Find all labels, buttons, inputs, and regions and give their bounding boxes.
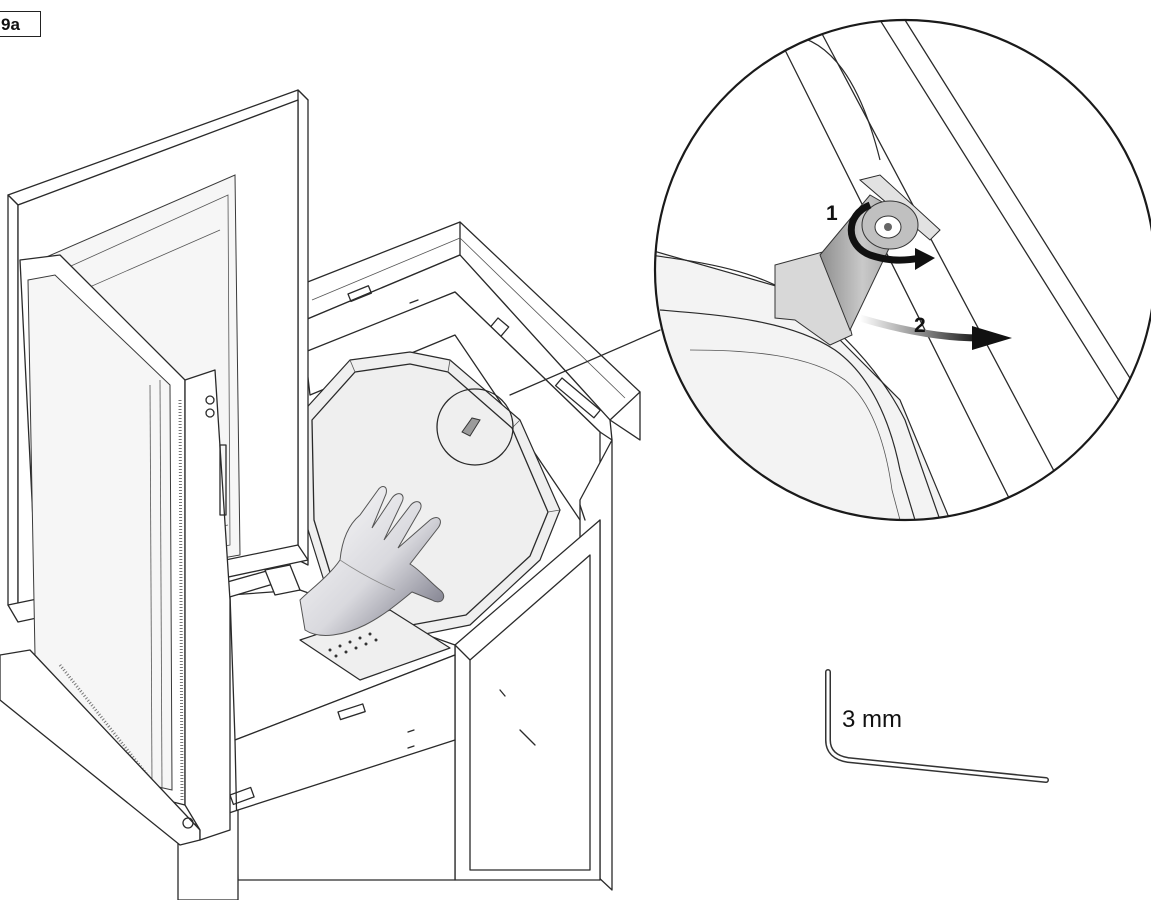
hand-illustration xyxy=(299,486,445,636)
tool-size-label: 3 mm xyxy=(842,706,902,733)
detail-magnified-view: 1 2 xyxy=(653,18,1151,522)
swing-arrow-2 xyxy=(858,314,981,342)
allen-key-icon xyxy=(825,669,1049,783)
rotate-arrow-1 xyxy=(847,201,921,264)
step-1-label: 1 xyxy=(826,202,838,225)
swing-arrowhead-2 xyxy=(972,326,1012,350)
detail-leader-line xyxy=(509,329,661,396)
open-door xyxy=(0,89,309,846)
rotate-arrowhead-1 xyxy=(915,248,935,270)
detail-marker-circle xyxy=(436,388,514,466)
step-2-label: 2 xyxy=(914,314,926,337)
figure-label: 9a xyxy=(0,11,41,37)
grate-holes xyxy=(328,632,378,658)
baffle-bracket xyxy=(774,194,1012,350)
